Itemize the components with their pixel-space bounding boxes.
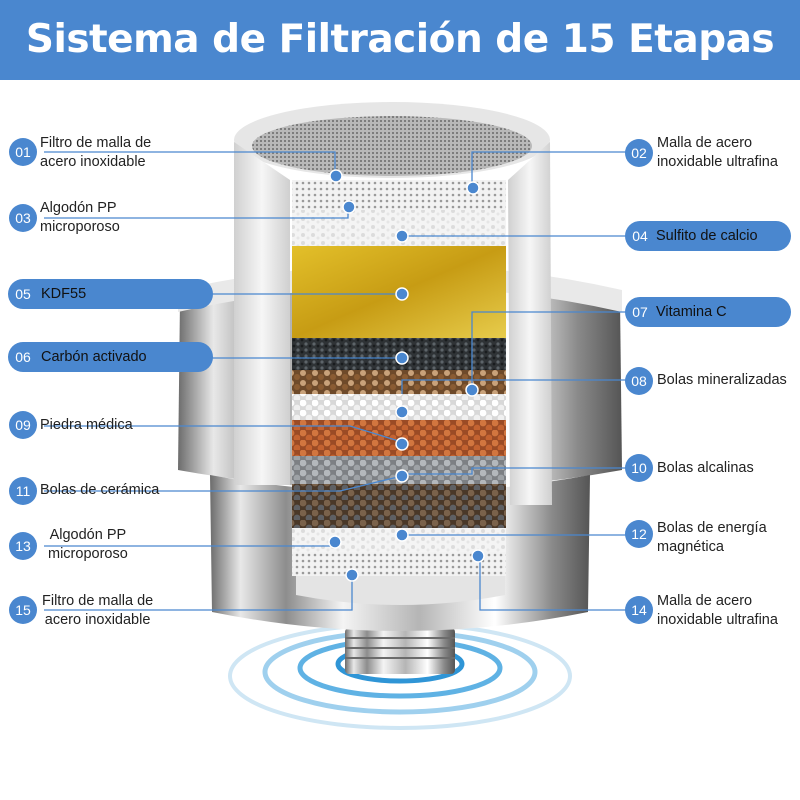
stage-pill-05: 05 KDF55 xyxy=(8,279,213,309)
stage-label-15: Filtro de malla de acero inoxidable xyxy=(42,592,153,630)
stage-number-10: 10 xyxy=(625,454,653,482)
stage-label-01: Filtro de malla de acero inoxidable xyxy=(40,134,151,172)
stage-number-14: 14 xyxy=(625,596,653,624)
stage-number-15: 15 xyxy=(9,596,37,624)
stage-number-01: 01 xyxy=(9,138,37,166)
stage-label-04: Sulfito de calcio xyxy=(656,221,758,251)
stage-number-06: 06 xyxy=(9,343,37,371)
stage-number-05: 05 xyxy=(9,280,37,308)
stage-label-02: Malla de acero inoxidable ultrafina xyxy=(657,134,778,172)
stage-number-04: 04 xyxy=(626,222,654,250)
stage-number-11: 11 xyxy=(9,477,37,505)
stage-label-05: KDF55 xyxy=(41,279,86,309)
stage-label-13: Algodón PP microporoso xyxy=(48,526,128,564)
stage-label-07: Vitamina C xyxy=(656,297,727,327)
stage-number-02: 02 xyxy=(625,139,653,167)
stage-pill-04: 04 Sulfito de calcio xyxy=(625,221,791,251)
stage-label-06: Carbón activado xyxy=(41,342,147,372)
stage-label-08: Bolas mineralizadas xyxy=(657,371,787,390)
stage-label-14: Malla de acero inoxidable ultrafina xyxy=(657,592,778,630)
stage-label-12: Bolas de energía magnética xyxy=(657,519,767,557)
stage-pill-06: 06 Carbón activado xyxy=(8,342,213,372)
stage-label-03: Algodón PP microporoso xyxy=(40,199,120,237)
stage-label-10: Bolas alcalinas xyxy=(657,459,754,478)
stage-number-08: 08 xyxy=(625,367,653,395)
stage-number-07: 07 xyxy=(626,298,654,326)
stage-number-13: 13 xyxy=(9,532,37,560)
stage-number-03: 03 xyxy=(9,204,37,232)
stage-label-09: Piedra médica xyxy=(40,416,133,435)
stage-label-11: Bolas de cerámica xyxy=(40,481,159,500)
thread-connector xyxy=(345,628,455,674)
stage-number-09: 09 xyxy=(9,411,37,439)
stage-pill-07: 07 Vitamina C xyxy=(625,297,791,327)
stage-number-12: 12 xyxy=(625,520,653,548)
